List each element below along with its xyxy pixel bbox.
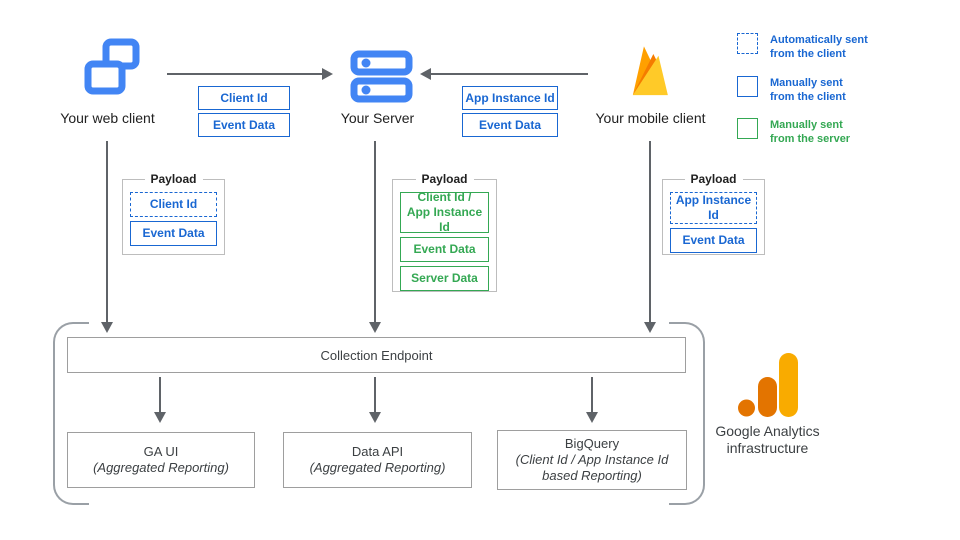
google-analytics-icon: [738, 353, 798, 417]
arrow-web-down-line: [106, 141, 108, 323]
google-analytics-infrastructure-label: Google Analytics infrastructure: [715, 423, 820, 456]
legend-swatch-dashed-blue-icon: [737, 33, 758, 54]
arrow-server-down-head: [369, 322, 381, 333]
collection-endpoint-box: Collection Endpoint: [67, 337, 686, 373]
web-client-icon: [84, 38, 140, 95]
legend-item-manual-client: Manually sent from the client: [737, 76, 846, 104]
legend-swatch-solid-blue-icon: [737, 76, 758, 97]
firebase-icon: [632, 46, 668, 96]
payload-server-item-event-data: Event Data: [400, 237, 489, 262]
payload-server: Payload Client Id / App Instance Id Even…: [392, 172, 497, 292]
event-data-chip-web: Event Data: [198, 113, 290, 137]
arrow-web-to-server-line: [167, 73, 323, 75]
payload-web-client: Payload Client Id Event Data: [122, 172, 225, 255]
arrow-to-ga-ui-head: [154, 412, 166, 423]
server-icon: [350, 50, 413, 103]
app-instance-id-chip: App Instance Id: [462, 86, 558, 110]
client-id-chip: Client Id: [198, 86, 290, 110]
payload-web-item-client-id: Client Id: [130, 192, 217, 217]
ga-ui-box: GA UI (Aggregated Reporting): [67, 432, 255, 488]
bigquery-subtitle: (Client Id / App Instance Id based Repor…: [515, 452, 669, 483]
payload-server-title: Payload: [415, 172, 474, 186]
data-api-title: Data API: [351, 444, 404, 459]
legend-item-manual-server: Manually sent from the server: [737, 118, 850, 146]
arrow-mobile-to-server-line: [431, 73, 588, 75]
payload-server-item-ids: Client Id / App Instance Id: [400, 190, 489, 234]
ga-ui-title: GA UI: [143, 444, 179, 459]
infrastructure-bracket-left: [53, 322, 89, 505]
legend-label-manual-client: Manually sent from the client: [770, 77, 846, 103]
data-api-box: Data API (Aggregated Reporting): [283, 432, 472, 488]
payload-mobile-title: Payload: [684, 172, 743, 186]
payload-mobile-client: Payload App Instance Id Event Data: [662, 172, 765, 255]
arrow-to-bigquery-line: [591, 377, 593, 413]
legend-label-auto-client: Automatically sent from the client: [770, 34, 868, 60]
payload-web-title: Payload: [144, 172, 203, 186]
web-client-label: Your web client: [60, 110, 155, 126]
bigquery-title: BigQuery: [564, 436, 620, 451]
arrow-to-ga-ui-line: [159, 377, 161, 413]
ga-ui-subtitle: (Aggregated Reporting): [93, 460, 229, 475]
arrow-to-bigquery-head: [586, 412, 598, 423]
arrow-web-to-server-head: [322, 68, 333, 80]
data-api-subtitle: (Aggregated Reporting): [309, 460, 446, 475]
payload-server-item-server-data: Server Data: [400, 266, 489, 291]
arrow-mobile-to-server-head: [420, 68, 431, 80]
arrow-web-down-head: [101, 322, 113, 333]
infrastructure-bracket-right: [669, 322, 705, 505]
mobile-client-label: Your mobile client: [595, 110, 706, 126]
payload-mobile-item-app-instance-id: App Instance Id: [670, 192, 757, 224]
legend-label-manual-server: Manually sent from the server: [770, 119, 851, 145]
payload-web-item-event-data: Event Data: [130, 221, 217, 246]
bigquery-box: BigQuery (Client Id / App Instance Id ba…: [497, 430, 687, 490]
legend-swatch-solid-green-icon: [737, 118, 758, 139]
legend-item-auto-client: Automatically sent from the client: [737, 33, 868, 61]
payload-mobile-item-event-data: Event Data: [670, 228, 757, 253]
arrow-mobile-down-line: [649, 141, 651, 323]
arrow-mobile-down-head: [644, 322, 656, 333]
server-label: Your Server: [340, 110, 415, 126]
arrow-to-data-api-line: [374, 377, 376, 413]
arrow-to-data-api-head: [369, 412, 381, 423]
event-data-chip-mobile: Event Data: [462, 113, 558, 137]
arrow-server-down-line: [374, 141, 376, 323]
